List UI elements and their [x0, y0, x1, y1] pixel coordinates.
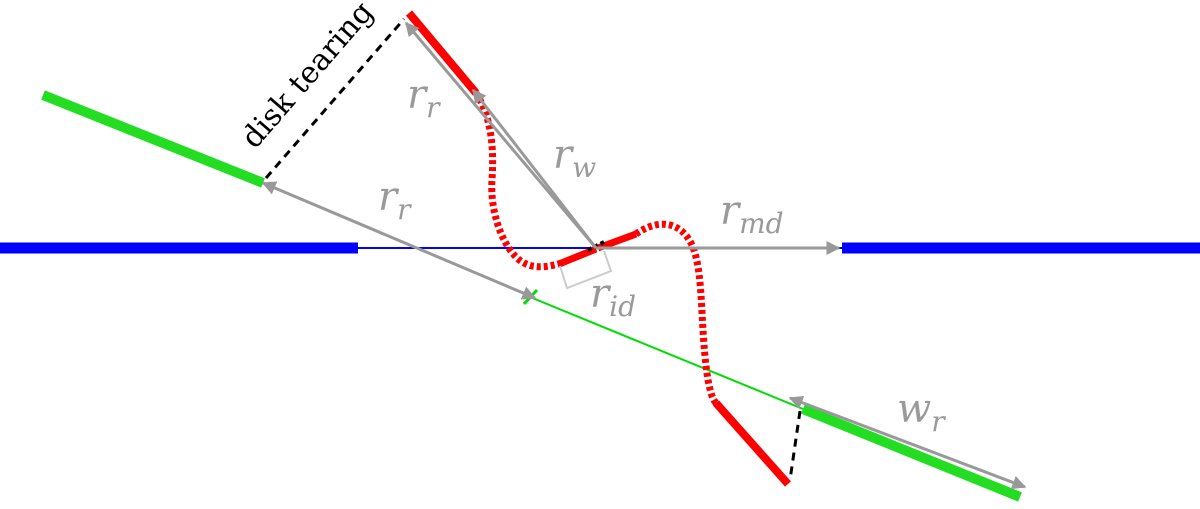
inner-disk-lower-warp [633, 220, 719, 406]
inner-disk-central-segment-left [557, 245, 598, 268]
outer-disk-upper-segment [41, 90, 265, 188]
r-r-lower-arrow [261, 181, 537, 300]
r-id-bracket [559, 250, 613, 290]
tear-marker-upper [264, 18, 406, 179]
r-r-lower-label: rr [378, 174, 412, 226]
tear-marker-lower [788, 410, 802, 481]
r-w-arrow [471, 88, 598, 249]
radius-arrows [261, 21, 1027, 490]
inner-disk-bottom-segment [713, 400, 791, 487]
r-id-label: rid [590, 271, 636, 323]
outer-disk-thin-line [529, 296, 804, 410]
r-r-upper-arrow [404, 21, 598, 249]
inner-disk-central-segment-right [596, 230, 638, 252]
w-r-label: wr [897, 386, 946, 438]
r-md-label: rmd [720, 188, 784, 240]
inner-disk-top-segment [405, 10, 480, 96]
w-r-arrow [788, 395, 1027, 490]
r-w-label: rw [553, 132, 596, 184]
r-r-upper-label: rr [407, 72, 441, 124]
